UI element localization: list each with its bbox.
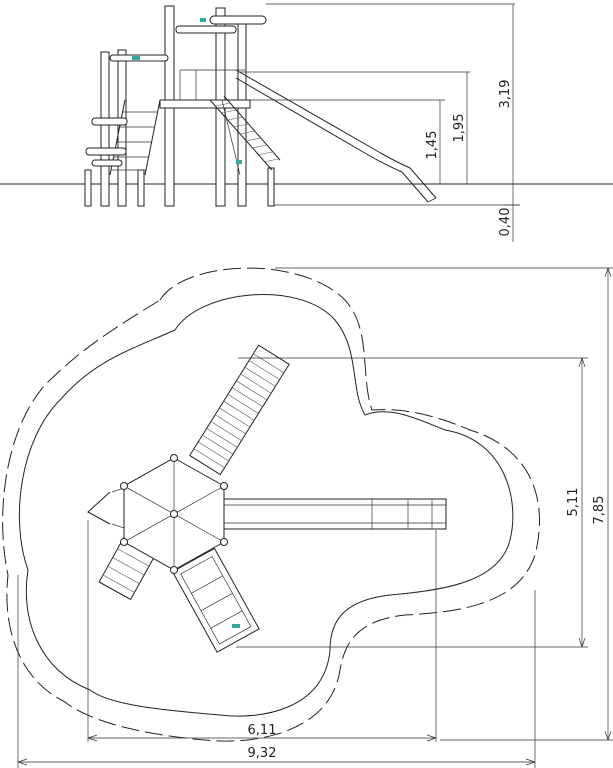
plan-accent-mark	[232, 624, 240, 628]
plan-dimension-lines	[17, 267, 612, 766]
elevation-accent-marks	[132, 18, 242, 164]
elevation-dimension-lines	[439, 4, 520, 242]
elevation-slide	[235, 69, 437, 203]
dim-width-outer: 9,32	[248, 746, 277, 761]
plan-view: 5,11 7,85 6,11 9,32	[2, 267, 613, 768]
safety-zone-dashed-outline	[2, 267, 541, 742]
dim-depth-outer: 7,85	[592, 496, 607, 525]
plan-extension-lines	[17, 267, 613, 768]
safety-zone-outline	[18, 294, 514, 717]
dim-total-height: 3,19	[498, 80, 513, 109]
elevation-stairs	[209, 95, 281, 176]
elevation-extension-lines	[240, 3, 515, 101]
plan-slide	[221, 498, 447, 530]
dim-width-inner: 6,11	[248, 723, 277, 738]
elevation-side-beams	[85, 117, 128, 167]
plan-hexagon-roof	[120, 454, 228, 574]
elevation-view: 1,45 1,95 3,19 0,40	[0, 3, 613, 242]
elevation-platform	[159, 69, 251, 109]
dim-foundation-depth: 0,40	[498, 208, 513, 237]
dim-depth-inner: 5,11	[566, 488, 581, 517]
plan-stairs	[189, 344, 290, 476]
dim-platform-height: 1,45	[425, 131, 440, 160]
dim-slide-height: 1,95	[452, 114, 467, 143]
